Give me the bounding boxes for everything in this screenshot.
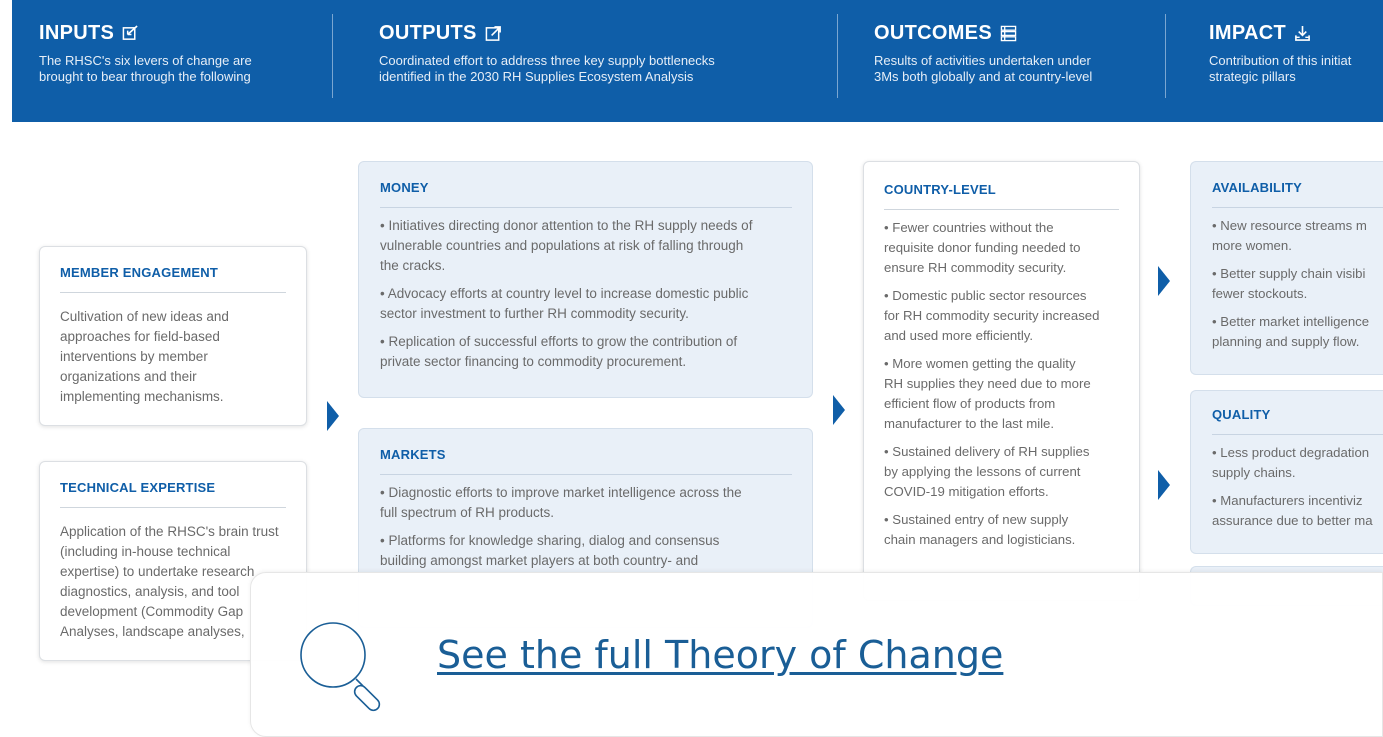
card-text-line: Analyses, landscape analyses, — [60, 624, 245, 639]
card-text-line: implementing mechanisms. — [60, 389, 224, 404]
impact-subtitle-line: strategic pillars — [1209, 69, 1296, 84]
flow-arrow-icon — [833, 395, 845, 425]
list-item: • More women getting the quality RH supp… — [884, 356, 1091, 431]
country-level-title: COUNTRY-LEVEL — [884, 182, 996, 197]
outputs-subtitle-line: Coordinated effort to address three key … — [379, 53, 715, 68]
external-link-square-icon — [485, 26, 501, 41]
card-divider — [60, 292, 286, 293]
availability-card: AVAILABILITY • New resource streams m mo… — [1190, 161, 1383, 375]
see-full-theory-of-change-link[interactable]: See the full Theory of Change — [437, 633, 1004, 677]
card-text-line: interventions by member — [60, 349, 208, 364]
quality-card: QUALITY • Less product degradation suppl… — [1190, 390, 1383, 554]
card-text-line: development (Commodity Gap — [60, 604, 244, 619]
outcomes-heading: OUTCOMES — [874, 22, 992, 44]
header-col-impact: IMPACT Contribution of this initiat stra… — [1209, 22, 1351, 85]
card-text-line: approaches for field-based — [60, 329, 220, 344]
header-band: INPUTS The RHSC's six levers of change a… — [12, 0, 1383, 122]
technical-expertise-title: TECHNICAL EXPERTISE — [60, 480, 216, 495]
card-text-line: Cultivation of new ideas and — [60, 309, 229, 324]
card-text-line: Application of the RHSC's brain trust — [60, 524, 279, 539]
money-card: MONEY • Initiatives directing donor atte… — [358, 161, 813, 398]
list-item: • Less product degradation supply chains… — [1212, 445, 1370, 480]
card-text-line: diagnostics, analysis, and tool — [60, 584, 240, 599]
header-col-outcomes: OUTCOMES Results of activities undertake… — [874, 22, 1092, 85]
list-item: • Domestic public sector resources for R… — [884, 288, 1100, 343]
card-text-line: organizations and their — [60, 369, 197, 384]
card-divider — [380, 207, 792, 208]
theory-of-change-overlay[interactable]: See the full Theory of Change — [250, 572, 1383, 737]
header-divider — [837, 14, 838, 98]
inputs-subtitle-line: brought to bear through the following — [39, 69, 251, 84]
outcomes-subtitle-line: 3Ms both globally and at country-level — [874, 69, 1093, 84]
quality-title: QUALITY — [1212, 407, 1271, 422]
list-item: • Replication of successful efforts to g… — [380, 334, 738, 369]
member-engagement-card: MEMBER ENGAGEMENT Cultivation of new ide… — [39, 246, 307, 426]
header-divider — [1165, 14, 1166, 98]
list-item: • New resource streams m more women. — [1212, 218, 1367, 253]
header-divider — [332, 14, 333, 98]
list-item: • Better supply chain visibi fewer stock… — [1212, 266, 1366, 301]
edit-square-icon — [122, 25, 138, 40]
list-item: • Sustained delivery of RH supplies by a… — [884, 444, 1090, 499]
flow-arrow-icon — [1158, 266, 1170, 296]
list-item: • Platforms for knowledge sharing, dialo… — [380, 533, 720, 568]
country-level-card: COUNTRY-LEVEL • Fewer countries without … — [863, 161, 1140, 601]
card-divider — [60, 507, 286, 508]
flow-arrow-icon — [1158, 470, 1170, 500]
card-text-line: expertise) to undertake research — [60, 564, 255, 579]
list-item: • Diagnostic efforts to improve market i… — [380, 485, 742, 520]
flow-arrow-icon — [327, 401, 339, 431]
availability-title: AVAILABILITY — [1212, 180, 1303, 195]
header-col-inputs: INPUTS The RHSC's six levers of change a… — [39, 22, 252, 85]
list-item: • Better market intelligence planning an… — [1212, 314, 1370, 349]
impact-subtitle-line: Contribution of this initiat — [1209, 53, 1352, 68]
impact-heading: IMPACT — [1209, 22, 1286, 44]
inputs-heading: INPUTS — [39, 22, 115, 44]
outcomes-subtitle-line: Results of activities undertaken under — [874, 53, 1091, 68]
outputs-heading: OUTPUTS — [379, 22, 477, 44]
card-divider — [1212, 207, 1383, 208]
list-item: • Sustained entry of new supply chain ma… — [884, 512, 1076, 547]
card-divider — [1212, 434, 1383, 435]
card-divider — [380, 474, 792, 475]
list-item: • Fewer countries without the requisite … — [884, 220, 1081, 275]
list-item: • Advocacy efforts at country level to i… — [380, 286, 749, 321]
outputs-subtitle-line: identified in the 2030 RH Supplies Ecosy… — [379, 69, 694, 84]
header-col-outputs: OUTPUTS Coordinated effort to address th… — [379, 22, 715, 85]
card-divider — [884, 209, 1119, 210]
markets-title: MARKETS — [380, 447, 446, 462]
list-item: • Initiatives directing donor attention … — [380, 218, 753, 273]
magnifier-icon — [300, 622, 381, 712]
member-engagement-title: MEMBER ENGAGEMENT — [60, 265, 218, 280]
card-text-line: (including in-house technical — [60, 544, 231, 559]
money-title: MONEY — [380, 180, 429, 195]
list-item: • Manufacturers incentiviz assurance due… — [1212, 493, 1373, 528]
download-tray-icon — [1295, 25, 1310, 41]
list-icon — [1000, 25, 1017, 42]
inputs-subtitle-line: The RHSC's six levers of change are — [39, 53, 252, 68]
